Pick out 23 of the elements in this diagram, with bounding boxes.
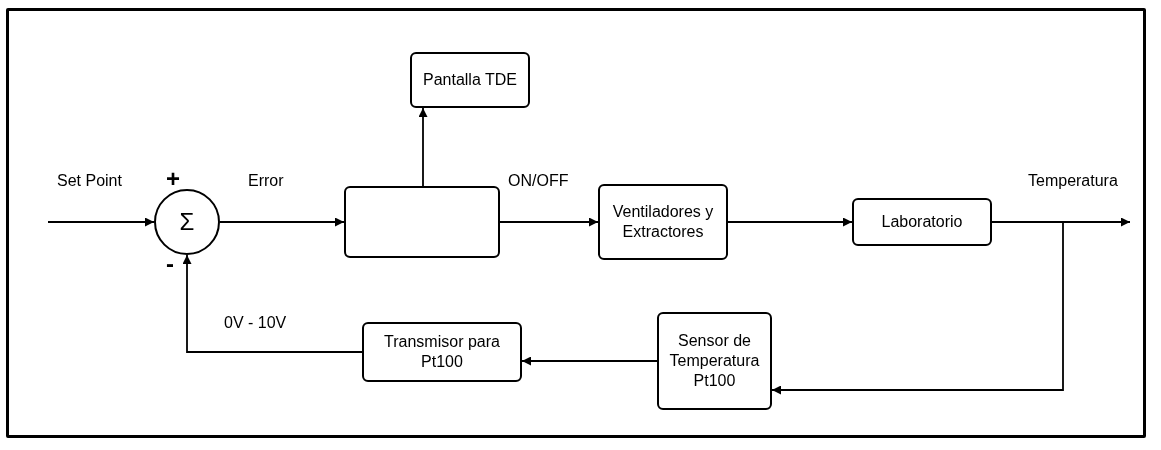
arrow <box>219 217 345 227</box>
node-label: Sensor de Temperatura Pt100 <box>669 331 760 391</box>
sign-label: + <box>166 165 180 193</box>
arrow <box>182 254 363 353</box>
arrow <box>771 221 1064 395</box>
arrow <box>521 356 658 366</box>
arrow <box>499 217 599 227</box>
process-box <box>657 312 772 410</box>
process-box <box>362 322 522 382</box>
arrow <box>727 217 853 227</box>
process-box <box>852 198 992 246</box>
arrow <box>47 217 155 227</box>
process-box <box>410 52 530 108</box>
edge-label: Temperatura <box>1026 172 1120 190</box>
node-label: Laboratorio <box>881 212 963 232</box>
node-label: Ventiladores y Extractores <box>611 202 715 242</box>
node-label: Pantalla TDE <box>423 70 517 90</box>
node-label: Transmisor para Pt100 <box>383 332 501 372</box>
sign-label: - <box>166 250 174 278</box>
process-box <box>598 184 728 260</box>
node-label: Σ <box>179 207 195 237</box>
process-box <box>344 186 500 258</box>
arrow <box>418 107 428 187</box>
